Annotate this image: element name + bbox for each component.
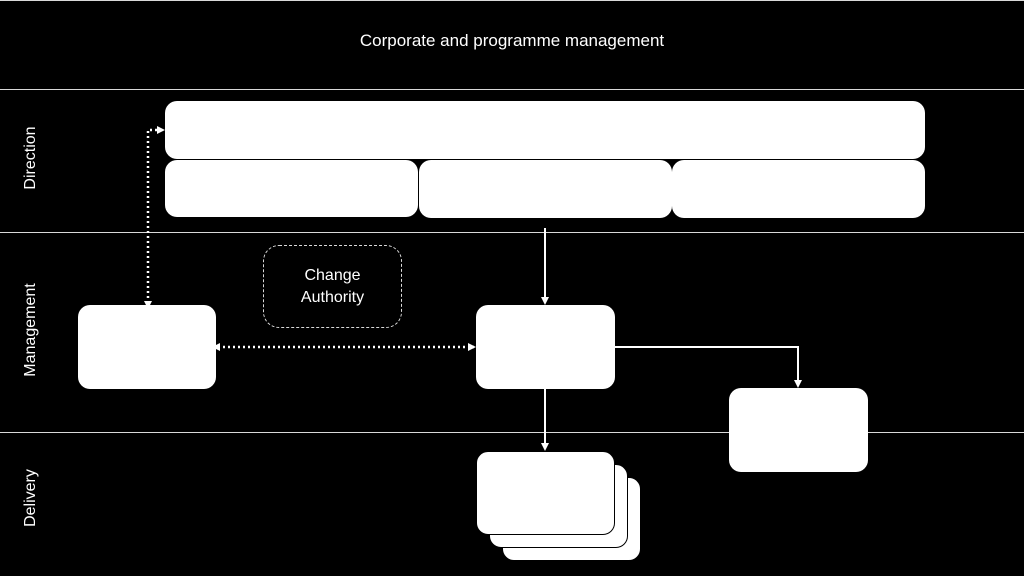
team-manager-box-front bbox=[476, 451, 615, 535]
change-authority-line2: Authority bbox=[300, 288, 365, 306]
project-support-box bbox=[729, 388, 868, 472]
project-assurance-box bbox=[78, 305, 216, 389]
band-direction bbox=[0, 90, 1024, 233]
senior-user-box bbox=[419, 160, 672, 218]
executive-box bbox=[165, 160, 418, 217]
band-corporate: Corporate and programme management bbox=[0, 0, 1024, 90]
change-authority-line1: Change bbox=[304, 266, 361, 284]
band-management-label: Management bbox=[22, 283, 39, 377]
change-authority-box: Change Authority bbox=[263, 245, 402, 328]
project-board-box bbox=[165, 101, 925, 159]
band-delivery-label: Delivery bbox=[22, 469, 39, 527]
band-management bbox=[0, 233, 1024, 433]
project-manager-box bbox=[476, 305, 615, 389]
senior-supplier-box bbox=[672, 160, 925, 218]
band-corporate-title: Corporate and programme management bbox=[359, 31, 665, 50]
band-direction-label: Direction bbox=[22, 126, 39, 190]
